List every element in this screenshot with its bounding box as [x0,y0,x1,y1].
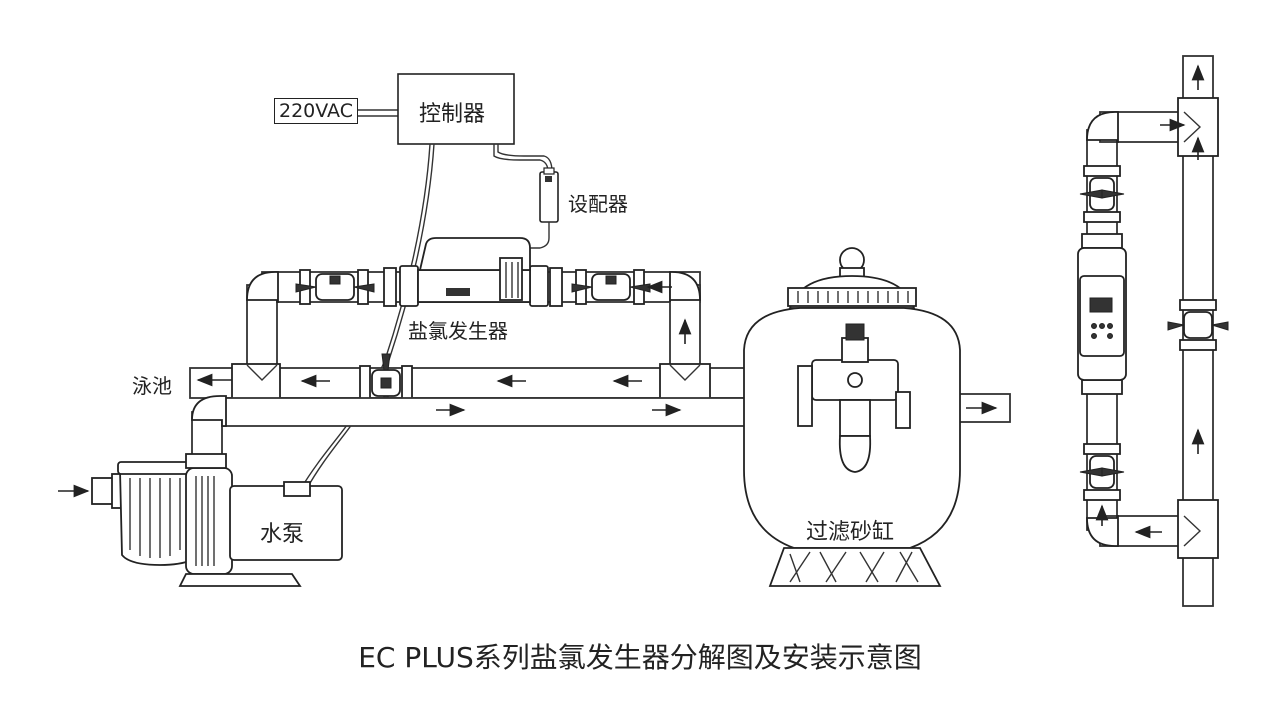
pump [91,453,343,587]
return-pipe [189,363,791,403]
power-label: 220VAC [274,98,358,124]
controller-label: 控制器 [419,102,486,127]
bypass-valve-left [295,269,375,305]
chlorinator-label: 盐氯发生器 [408,319,508,343]
controller-box [397,73,515,145]
flow-arrows [58,280,998,498]
vertical-installation [1077,55,1229,607]
pump-label: 水泵 [260,522,305,547]
pool-label: 泳池 [132,374,172,398]
diagram-caption: EC PLUS系列盐氯发生器分解图及安装示意图 [358,641,922,674]
salt-chlorinator-cell [383,237,563,307]
bypass-valve-right [571,269,651,305]
configurator-label: 设配器 [568,192,628,216]
filter-label: 过滤砂缸 [806,520,895,545]
sand-filter [743,247,961,587]
controller-configurator-cable [493,144,549,173]
configurator-device [528,167,559,249]
return-valve [359,353,413,413]
